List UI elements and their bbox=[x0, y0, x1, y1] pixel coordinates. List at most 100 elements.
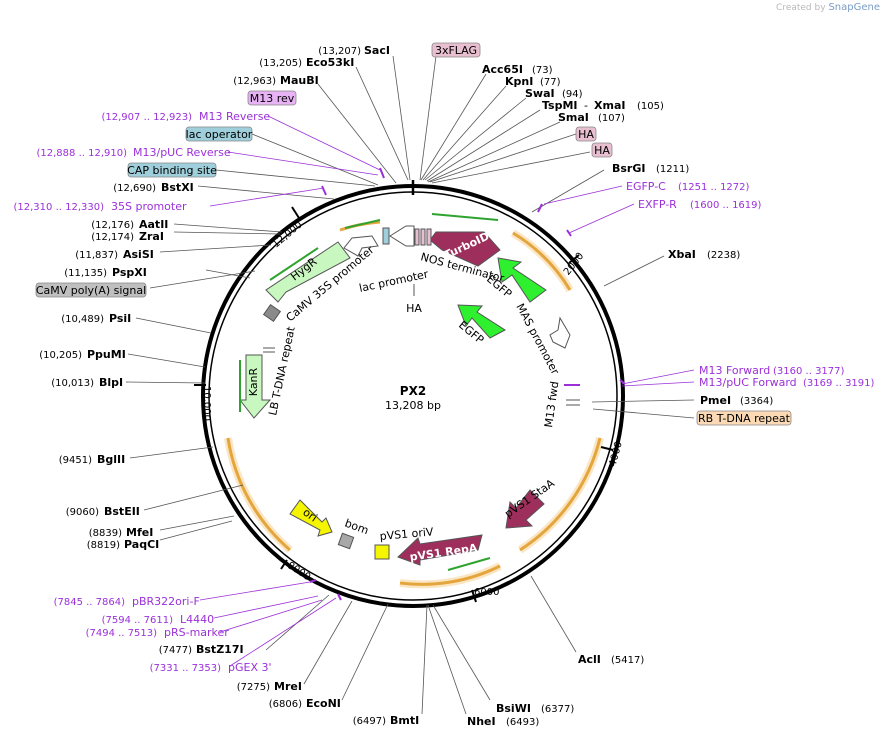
bmti-name: BmtI bbox=[390, 714, 419, 727]
m13-forward-name: M13 Forward bbox=[699, 364, 770, 377]
aatii-name: AatII bbox=[139, 218, 168, 231]
bstxi-pos: (12,690) bbox=[113, 183, 156, 194]
feature-arrows: TurboID HygR KanR ori pVS1 RepA bbox=[238, 225, 571, 566]
zrai-name: ZraI bbox=[139, 230, 164, 243]
m13-puc-reverse-range: (12,888 .. 12,910) bbox=[37, 148, 128, 159]
primer-tick-marks bbox=[309, 167, 626, 601]
mfei-pos: (8839) bbox=[89, 528, 122, 539]
box-ha-2 bbox=[591, 142, 613, 158]
primer-labels: (12,907 .. 12,923) M13 Reverse (12,888 .… bbox=[14, 110, 875, 674]
econi-pos: (6806) bbox=[269, 699, 302, 710]
acli-pos: (5417) bbox=[611, 655, 644, 666]
swai-pos: (94) bbox=[562, 89, 583, 100]
m13-rev-label: M13 rev bbox=[250, 92, 295, 105]
kpni-name: KpnI bbox=[505, 75, 533, 88]
smai-name: SmaI bbox=[558, 111, 589, 124]
blpi-name: BlpI bbox=[99, 376, 123, 389]
m13-puc-forward-name: M13/pUC Forward bbox=[699, 376, 797, 389]
35s-promoter-range: (12,310 .. 12,330) bbox=[14, 202, 105, 213]
primer-leader-lines bbox=[199, 115, 695, 667]
eco53ki-name: Eco53kI bbox=[306, 56, 354, 69]
pbr322ori-f-name: pBR322ori-F bbox=[132, 595, 200, 608]
pspxi-name: PspXI bbox=[112, 266, 147, 279]
bom-label: bom bbox=[343, 517, 370, 538]
bsteii-name: BstEII bbox=[104, 505, 140, 518]
ori-arrow bbox=[289, 499, 333, 537]
l4440-name: L4440 bbox=[180, 613, 214, 626]
tick-10000: 10,000 bbox=[201, 386, 212, 421]
egfp-arrow-inner bbox=[457, 304, 506, 339]
enzyme-labels: (13,207) SacI (13,205) Eco53kI (12,963) … bbox=[39, 44, 773, 728]
m13-puc-reverse-name: M13/pUC Reverse bbox=[133, 146, 231, 159]
lac-operator-label: lac operator bbox=[186, 128, 253, 141]
box-3xflag bbox=[431, 42, 481, 58]
ha-label-1: HA bbox=[578, 128, 594, 141]
pgex3-name: pGEX 3' bbox=[228, 661, 272, 674]
tspmi-name: TspMI bbox=[542, 99, 578, 112]
xbai-pos: (2238) bbox=[707, 250, 740, 261]
tag-mark-2 bbox=[420, 228, 426, 246]
nhei-name: NheI bbox=[467, 715, 496, 728]
aatii-pos: (12,176) bbox=[91, 220, 134, 231]
m13-puc-forward-range: (3169 .. 3191) bbox=[803, 378, 875, 389]
tag-mark-3 bbox=[426, 228, 432, 246]
xmai-name: XmaI bbox=[594, 99, 625, 112]
smai-pos: (107) bbox=[598, 113, 625, 124]
mfei-name: MfeI bbox=[126, 526, 153, 539]
tag-mark-1 bbox=[414, 228, 420, 246]
3xflag-label: 3xFLAG bbox=[435, 44, 477, 57]
egfp-arrow-outer bbox=[497, 257, 547, 303]
kanr-label: KanR bbox=[247, 367, 260, 396]
psii-pos: (10,489) bbox=[61, 314, 104, 325]
acc65i-pos: (73) bbox=[532, 65, 553, 76]
l4440-range: (7594 .. 7611) bbox=[102, 615, 174, 626]
repeat-markers bbox=[263, 284, 580, 406]
mrei-name: MreI bbox=[274, 680, 302, 693]
bsrgi-name: BsrGI bbox=[612, 162, 645, 175]
box-cap-binding-site bbox=[127, 162, 217, 178]
maubi-name: MauBI bbox=[280, 74, 319, 87]
camv-polya-label: CaMV poly(A) signal bbox=[36, 284, 146, 297]
prs-marker-range: (7494 .. 7513) bbox=[86, 628, 158, 639]
tick-4000: 4000 bbox=[608, 440, 625, 467]
plasmid-length: 13,208 bp bbox=[385, 399, 441, 412]
ppumi-name: PpuMI bbox=[87, 348, 126, 361]
brand-prefix: Created by bbox=[776, 3, 826, 13]
pvs1-repa-arrow bbox=[397, 534, 483, 566]
pvs1-staa-arrow bbox=[505, 489, 545, 529]
ha-inner-label: HA bbox=[406, 302, 422, 315]
tick-6000: 6000 bbox=[474, 587, 499, 598]
blpi-pos: (10,013) bbox=[51, 378, 94, 389]
xmai-pos: (105) bbox=[637, 101, 664, 112]
bmti-pos: (6497) bbox=[353, 716, 386, 727]
lb-tdna-repeat-label: LB T-DNA repeat bbox=[266, 325, 298, 417]
prs-marker-name: pRS-marker bbox=[164, 626, 229, 639]
box-m13-rev bbox=[247, 90, 297, 106]
bsteii-pos: (9060) bbox=[66, 507, 99, 518]
mrei-pos: (7275) bbox=[237, 682, 270, 693]
bglii-name: BglII bbox=[97, 453, 125, 466]
pspxi-pos: (11,135) bbox=[64, 268, 107, 279]
paqci-name: PaqCI bbox=[124, 538, 159, 551]
exfp-r-name: EXFP-R bbox=[638, 198, 677, 211]
cap-site-mark bbox=[382, 227, 390, 245]
box-ha-1 bbox=[575, 126, 597, 142]
hygr-arrow bbox=[265, 241, 351, 303]
acli-name: AclI bbox=[578, 653, 601, 666]
ha-label-2: HA bbox=[594, 144, 610, 157]
camv-35s-arrow bbox=[343, 235, 379, 257]
lac-promoter-label: lac promoter bbox=[358, 267, 430, 294]
pvs1-oriv-label: pVS1 oriV bbox=[379, 525, 434, 543]
psii-name: PsiI bbox=[109, 312, 131, 325]
sacI-name: SacI bbox=[364, 44, 390, 57]
bsiwi-name: BsiWI bbox=[496, 702, 531, 715]
bglii-pos: (9451) bbox=[59, 455, 92, 466]
nhei-pos: (6493) bbox=[506, 717, 539, 728]
maubi-pos: (12,963) bbox=[233, 76, 276, 87]
m13-forward-range: (3160 .. 3177) bbox=[773, 366, 845, 377]
box-lac-operator bbox=[185, 126, 253, 142]
pvs1-oriv-box bbox=[374, 544, 390, 560]
asisi-name: AsiSI bbox=[123, 248, 154, 261]
m13-reverse-name: M13 Reverse bbox=[199, 110, 270, 123]
swai-name: SwaI bbox=[525, 87, 555, 100]
